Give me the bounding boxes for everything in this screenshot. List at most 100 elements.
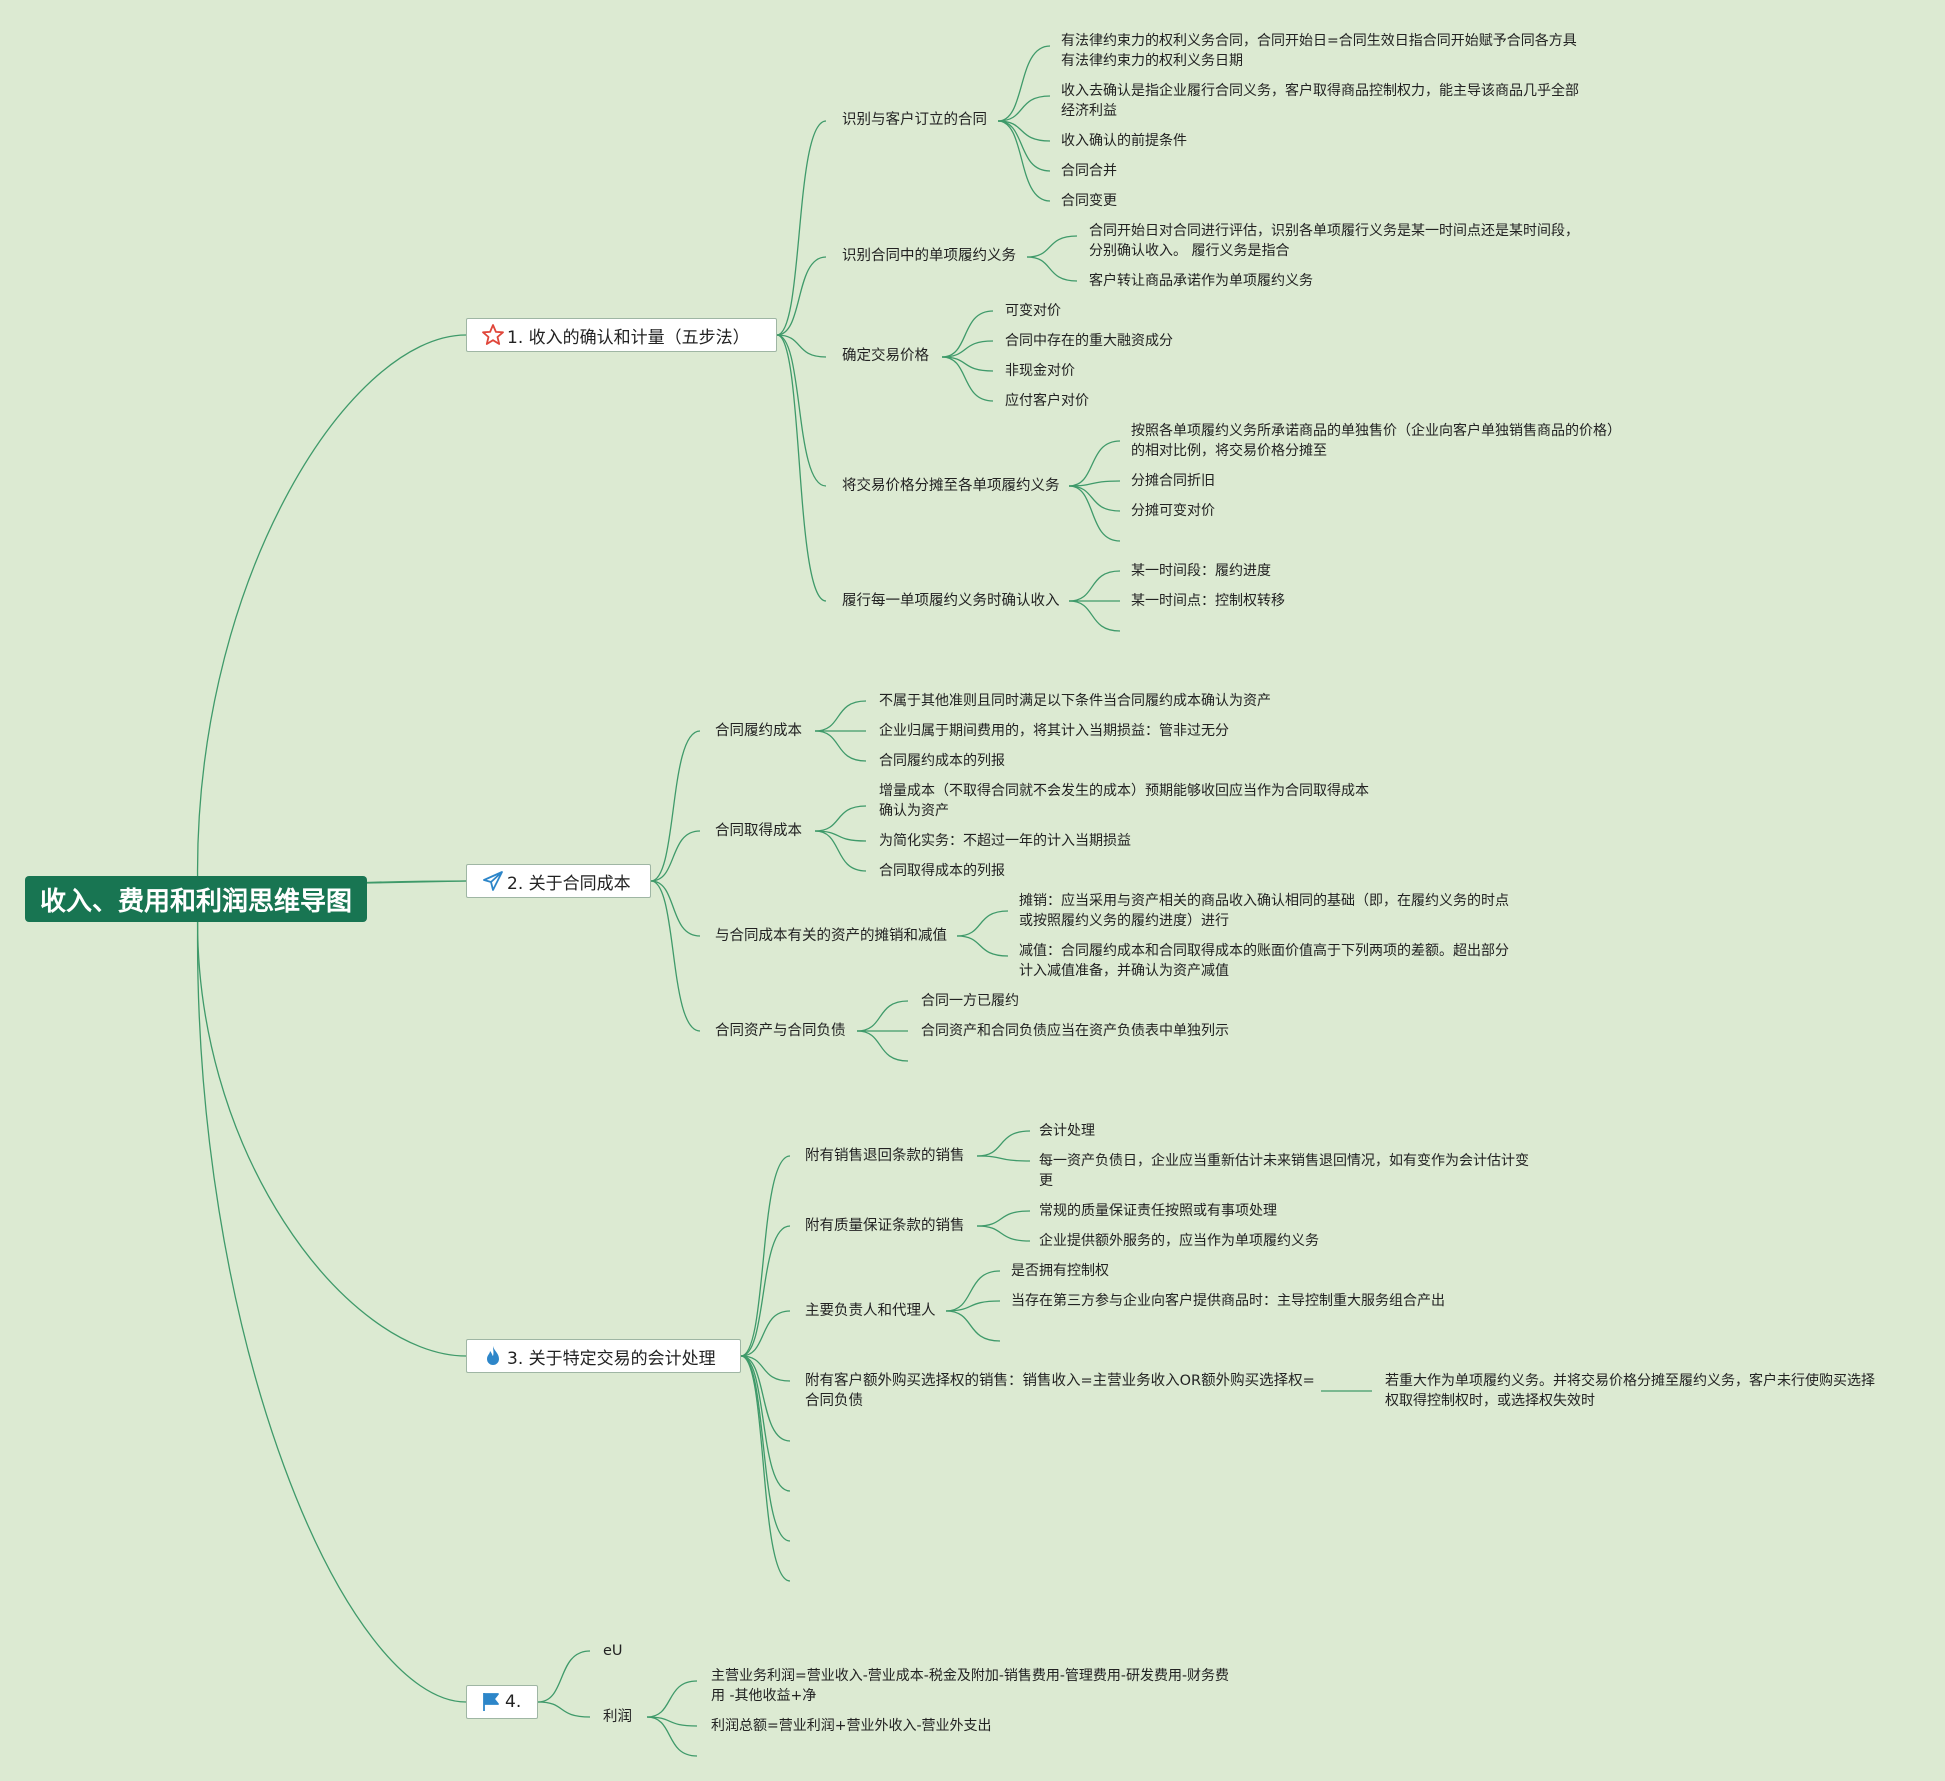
connector [956, 910, 1009, 937]
connector [740, 1355, 791, 1542]
leaf[interactable]: 合同开始日对合同进行评估，识别各单项履行义务是某一时间点还是某时间段，分别确认收… [1089, 223, 1579, 259]
leaf[interactable]: 若重大作为单项履约义务。并将交易价格分摊至履约义务，客户未行使购买选择权取得控制… [1385, 1373, 1875, 1409]
connector [976, 1130, 1031, 1157]
flag-icon [483, 1693, 499, 1711]
fire-icon [487, 1346, 499, 1365]
leaf[interactable]: 合同履约成本的列报 [879, 753, 1005, 769]
subtopic-allocate-price[interactable]: 将交易价格分摊至各单项履约义务 [842, 478, 1060, 494]
root-connector [196, 334, 467, 900]
leaf[interactable]: 是否拥有控制权 [1011, 1263, 1109, 1279]
connector [1068, 485, 1121, 542]
leaf[interactable]: 摊销：应当采用与资产相关的商品收入确认相同的基础（即，在履约义务的时点或按照履约… [1019, 893, 1509, 929]
branch-label: 2. 关于合同成本 [507, 873, 631, 894]
subtopic-profit[interactable]: 利润 [603, 1709, 632, 1725]
connector [740, 1355, 791, 1492]
branch-special-transactions[interactable]: 3. 关于特定交易的会计处理 [466, 1339, 741, 1373]
leaf[interactable]: 主营业务利润=营业收入-营业成本-税金及附加-销售费用-管理费用-研发费用-财务… [711, 1668, 1230, 1704]
branch-contract-costs[interactable]: 2. 关于合同成本 [466, 864, 651, 898]
connector [856, 1000, 909, 1032]
subtopic-quality-warranty[interactable]: 附有质量保证条款的销售 [805, 1218, 965, 1234]
leaf[interactable]: 有法律约束力的权利义务合同，合同开始日=合同生效日指合同开始赋予合同各方具有法律… [1061, 33, 1577, 69]
subtopic-recognize-revenue[interactable]: 履行每一单项履约义务时确认收入 [842, 593, 1060, 609]
subtopic-amortization-impairment[interactable]: 与合同成本有关的资产的摊销和减值 [715, 928, 947, 944]
subtopic-contract-assets-liabilities[interactable]: 合同资产与合同负债 [715, 1023, 846, 1039]
connector [740, 1155, 791, 1357]
leaf[interactable]: 合同取得成本的列报 [879, 863, 1005, 879]
leaf[interactable]: 非现金对价 [1005, 363, 1075, 379]
leaf[interactable]: 增量成本（不取得合同就不会发生的成本）预期能够收回应当作为合同取得成本确认为资产 [879, 783, 1369, 819]
connector [941, 310, 994, 358]
connector [997, 120, 1051, 202]
connector [650, 730, 701, 882]
subtopic-principal-agent[interactable]: 主要负责人和代理人 [805, 1303, 936, 1319]
leaf[interactable]: 为简化实务：不超过一年的计入当期损益 [879, 833, 1131, 849]
connector [740, 1355, 791, 1442]
connector [1068, 570, 1121, 602]
leaf[interactable]: 会计处理 [1039, 1123, 1095, 1139]
branch-revenue-recognition[interactable]: 1. 收入的确认和计量（五步法） [466, 318, 777, 352]
connector [740, 1355, 791, 1382]
subtopic-sales-return[interactable]: 附有销售退回条款的销售 [805, 1148, 965, 1164]
leaf[interactable]: 可变对价 [1005, 303, 1061, 319]
leaf[interactable]: 某一时间段：履约进度 [1131, 563, 1271, 579]
leaf[interactable]: 收入确认的前提条件 [1061, 133, 1187, 149]
connector [646, 1716, 698, 1757]
subtopic-performance-obligations[interactable]: 识别合同中的单项履约义务 [842, 248, 1016, 264]
leaf[interactable]: 合同合并 [1061, 163, 1117, 179]
paper-plane-icon [483, 871, 503, 891]
leaf[interactable]: 常规的质量保证责任按照或有事项处理 [1039, 1203, 1277, 1219]
leaf[interactable]: 合同资产和合同负债应当在资产负债表中单独列示 [921, 1023, 1229, 1039]
leaf[interactable]: 企业提供额外服务的，应当作为单项履约义务 [1039, 1233, 1319, 1249]
leaf[interactable]: 利润总额=营业利润+营业外收入-营业外支出 [711, 1718, 992, 1734]
connector [650, 880, 701, 1032]
leaf[interactable]: 某一时间点：控制权转移 [1131, 593, 1285, 609]
connector [537, 1650, 591, 1703]
connector [1068, 480, 1121, 487]
connector [537, 1701, 591, 1718]
connector [740, 1225, 791, 1357]
connector [776, 120, 827, 336]
connector [740, 1310, 791, 1357]
leaf[interactable]: 企业归属于期间费用的，将其计入当期损益：管非过无分 [879, 723, 1229, 739]
connector [366, 880, 467, 884]
connector [1026, 235, 1078, 258]
connector [814, 830, 867, 872]
connector [650, 830, 701, 882]
connector [1026, 256, 1078, 282]
connector [856, 1030, 909, 1062]
root-topic[interactable]: 收入、费用和利润思维导图 [25, 876, 367, 922]
connector [814, 700, 867, 732]
connector [976, 1210, 1031, 1227]
connector [997, 120, 1051, 172]
connector [1068, 600, 1121, 632]
leaf[interactable]: 收入去确认是指企业履行合同义务，客户取得商品控制权力，能主导该商品几乎全部经济利… [1061, 83, 1579, 119]
subtopic-acquisition-cost[interactable]: 合同取得成本 [715, 823, 802, 839]
leaf[interactable]: 减值：合同履约成本和合同取得成本的账面价值高于下列两项的差额。超出部分计入减值准… [1019, 943, 1509, 979]
connector [1068, 440, 1121, 487]
subtopic-identify-contract[interactable]: 识别与客户订立的合同 [842, 112, 987, 128]
branch-label: 4. [505, 1692, 522, 1712]
subtopic-purchase-option[interactable]: 附有客户额外购买选择权的销售：销售收入=主营业务收入OR额外购买选择权=合同负债 [805, 1373, 1315, 1409]
leaf[interactable]: 当存在第三方参与企业向客户提供商品时：主导控制重大服务组合产出 [1011, 1293, 1445, 1309]
connector [814, 730, 867, 762]
branch-profit[interactable]: 4. [466, 1685, 538, 1719]
connector [814, 805, 867, 832]
leaf[interactable]: 不属于其他准则且同时满足以下条件当合同履约成本确认为资产 [879, 693, 1271, 709]
leaf[interactable]: 合同中存在的重大融资成分 [1005, 333, 1173, 349]
star-icon [482, 324, 504, 345]
root-connector [196, 898, 467, 1703]
subtopic-eu[interactable]: eU [603, 1643, 623, 1659]
leaf[interactable]: 分摊合同折旧 [1131, 473, 1215, 489]
leaf[interactable]: 合同变更 [1061, 193, 1117, 209]
leaf[interactable]: 每一资产负债日，企业应当重新估计未来销售退回情况，如有变作为会计估计变更 [1039, 1153, 1529, 1189]
connector [956, 935, 1009, 957]
subtopic-transaction-price[interactable]: 确定交易价格 [842, 348, 929, 364]
leaf[interactable]: 应付客户对价 [1005, 393, 1089, 409]
leaf[interactable]: 客户转让商品承诺作为单项履约义务 [1089, 273, 1313, 289]
subtopic-fulfillment-cost[interactable]: 合同履约成本 [715, 723, 802, 739]
connector [976, 1155, 1031, 1162]
leaf[interactable]: 按照各单项履约义务所承诺商品的单独售价（企业向客户单独销售商品的价格）的相对比例… [1131, 423, 1621, 459]
leaf[interactable]: 分摊可变对价 [1131, 503, 1215, 519]
leaf[interactable]: 合同一方已履约 [921, 993, 1019, 1009]
